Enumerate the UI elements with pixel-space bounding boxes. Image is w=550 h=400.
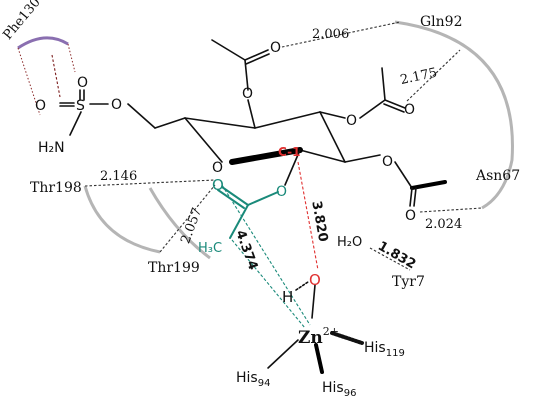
teal-ester-o: O: [276, 184, 287, 200]
distance-teal-zn-b: [231, 239, 306, 329]
o-acetyl-bottom-bond: [394, 161, 413, 189]
o-acetyl-top-bond: [244, 59, 249, 91]
acetyl-co-right-double: [383, 103, 405, 113]
water-label: H₂O: [337, 235, 362, 250]
phe130-contact-right: [67, 43, 76, 73]
ring-bond-c2-c1: [299, 149, 346, 163]
acetyl-o-right-ester: O: [346, 113, 357, 129]
distance-asn67: 2.024: [425, 217, 462, 232]
asn67-label: Asn67: [475, 168, 520, 184]
teal-co-bond: [221, 186, 249, 206]
distance-thr199: 2.057: [178, 206, 205, 246]
tyr7-label: Tyr7: [392, 274, 425, 290]
acetyl-co-bottom: [409, 187, 413, 207]
his94-label: His94: [236, 370, 270, 389]
zn-bound-o: O: [309, 271, 321, 289]
acetyl-o-bottom-carbonyl: O: [405, 208, 416, 224]
thr198-label: Thr198: [30, 180, 82, 196]
o-acetyl-right-bond: [359, 99, 386, 119]
acetyl-co-top: [244, 49, 269, 61]
c1-o-teal-bond: [284, 149, 301, 186]
c3-o-bond: [319, 111, 346, 119]
acetyl-co-bottom-double: [413, 187, 417, 207]
distance-gln92-o2: 2.175: [399, 66, 439, 88]
his119-label: His119: [364, 340, 405, 359]
gln92-label: Gln92: [420, 14, 463, 30]
sulfamate-o-left: O: [35, 98, 46, 114]
ring-bond-c4-c3: [254, 111, 321, 129]
teal-methyl: H₃C: [198, 241, 222, 256]
ring-bond-c5-o: [184, 117, 223, 163]
thr198-pocket-arc: [83, 185, 161, 254]
c4-o-bond: [247, 99, 256, 129]
zn-his96-bond: [314, 343, 324, 374]
hydroxyl-h: H: [282, 288, 293, 306]
acetyl-co-top-double: [245, 53, 270, 65]
distance-teal-zn: 4.374: [232, 228, 260, 272]
teal-o-c-bond: [247, 191, 279, 206]
acetyl-o-right-carbonyl: O: [404, 102, 415, 118]
o-zn-bond: [311, 284, 316, 319]
hbond-asn67: [419, 207, 483, 213]
h-o-bond: [295, 281, 309, 291]
hbond-thr198: [84, 179, 216, 187]
ring-o: O: [212, 160, 223, 176]
phe130-contact-o: [51, 54, 61, 98]
acetyl-o-bottom-ester: O: [382, 154, 393, 170]
zn-his119-bond: [330, 331, 364, 345]
his96-label: His96: [322, 380, 356, 399]
teal-c-ch3-bond: [229, 204, 249, 239]
phe130-contact-left: [17, 47, 41, 116]
distance-teal-zn-a: [221, 184, 311, 326]
ring-bond-c5-c4: [184, 117, 256, 129]
sulfur-atom: S: [76, 98, 85, 114]
gln92-asn67-pocket-arc: [394, 20, 514, 210]
c2-o-bond: [344, 154, 381, 163]
acetyl-co-right: [384, 99, 406, 109]
hbond-water-tyr7: [369, 247, 411, 271]
thr199-label: Thr199: [148, 260, 200, 276]
hbond-gln92-o2: [406, 49, 461, 102]
distance-c1-o-label: 3.820: [308, 200, 330, 243]
zn-his94-bond: [267, 339, 299, 369]
distance-water-tyr7: 1.832: [375, 239, 418, 273]
distance-thr198: 2.146: [100, 169, 137, 184]
hbond-gln92-o: [281, 21, 401, 48]
hbond-thr199: [159, 184, 216, 253]
amine-group: H₂N: [38, 140, 65, 156]
acetyl-methyl-right: [381, 67, 386, 101]
ring-bond-c3-c2: [319, 111, 346, 163]
acetyl-methyl-top: [211, 39, 246, 61]
sulfamate-o-top: O: [77, 75, 88, 91]
zinc-ion: Zn2+: [298, 325, 339, 348]
distance-gln92-o: 2.006: [312, 27, 349, 42]
acetyl-o-top-ester: O: [242, 86, 253, 102]
ester-o: O: [111, 97, 122, 113]
phe130-label: Phe130: [0, 0, 43, 43]
teal-carbonyl-o: O: [212, 176, 224, 194]
acetyl-o-top-carbonyl: O: [270, 40, 281, 56]
acetyl-methyl-bottom: [410, 180, 447, 190]
ch2-ring-bond: [154, 117, 186, 129]
s-n-bond: [69, 111, 82, 136]
distance-c1-o: [297, 161, 319, 271]
thr199-pocket-arc: [148, 187, 211, 260]
ring-front-bond: [229, 147, 303, 165]
o-ch2-bond: [127, 103, 156, 129]
c1-label: C-1: [278, 145, 300, 159]
phe130-pocket-arc: [17, 36, 69, 50]
